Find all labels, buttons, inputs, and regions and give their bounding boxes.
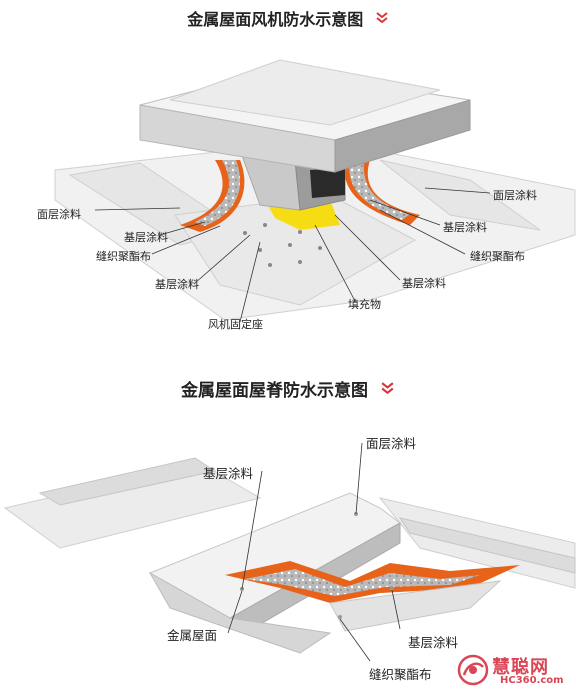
fan-seat-dots: [243, 223, 322, 267]
watermark-logo-icon: [457, 654, 489, 686]
label-ridge-top-coating: 面层涂料: [366, 436, 417, 451]
label-right-base-coating-2: 基层涂料: [402, 277, 446, 290]
label-metal-roof: 金属屋面: [167, 628, 218, 643]
label-left-base-coating: 基层涂料: [124, 231, 168, 244]
watermark-url: HC360.com: [500, 675, 564, 686]
label-ridge-fabric: 缝织聚酯布: [369, 667, 432, 682]
label-filler: 填充物: [348, 298, 381, 311]
label-fan-seat: 风机固定座: [208, 318, 263, 331]
label-ridge-base-coating-top: 基层涂料: [203, 466, 254, 481]
roof-panel-ridge-right: [379, 159, 541, 231]
ridge-waterproof-diagram: [3, 442, 576, 662]
ridge-diagram-title-text: 金属屋面屋脊防水示意图: [181, 381, 369, 401]
fan-dome: [169, 59, 441, 126]
fan-diagram-title-text: 金属屋面风机防水示意图: [187, 10, 364, 29]
chevron-down-icon: [376, 12, 388, 24]
chevron-down-icon: [381, 382, 394, 395]
label-right-top-coating: 面层涂料: [493, 189, 537, 202]
label-right-fabric: 缝织聚酯布: [470, 250, 525, 263]
ridge-panel-back-right-rib: [398, 517, 576, 574]
watermark-name: 慧聪网: [492, 657, 549, 678]
metal-roof-lower-right: [329, 580, 502, 632]
label-left-base-coating-2: 基层涂料: [155, 278, 199, 291]
left-gravel-layer: [195, 160, 241, 226]
fan-diagram-title: 金属屋面风机防水示意图: [0, 6, 576, 30]
ridge-diagram-title: 金属屋面屋脊防水示意图: [0, 376, 576, 401]
ridge-gravel-layer: [245, 569, 480, 596]
fan-waterproof-diagram: [54, 59, 576, 323]
watermark: 慧聪网 HC360.com: [456, 650, 576, 690]
left-orange-layer: [180, 160, 245, 232]
label-left-top-coating: 面层涂料: [37, 208, 81, 221]
label-left-fabric: 缝织聚酯布: [96, 250, 151, 263]
label-ridge-base-coating-bottom: 基层涂料: [408, 635, 459, 650]
fan-cap-side: [334, 99, 471, 173]
label-right-base-coating: 基层涂料: [443, 221, 487, 234]
metal-roof-lower: [148, 571, 332, 654]
ridge-panel-back-left-rib: [38, 457, 217, 506]
fan-column-dark: [310, 168, 345, 198]
